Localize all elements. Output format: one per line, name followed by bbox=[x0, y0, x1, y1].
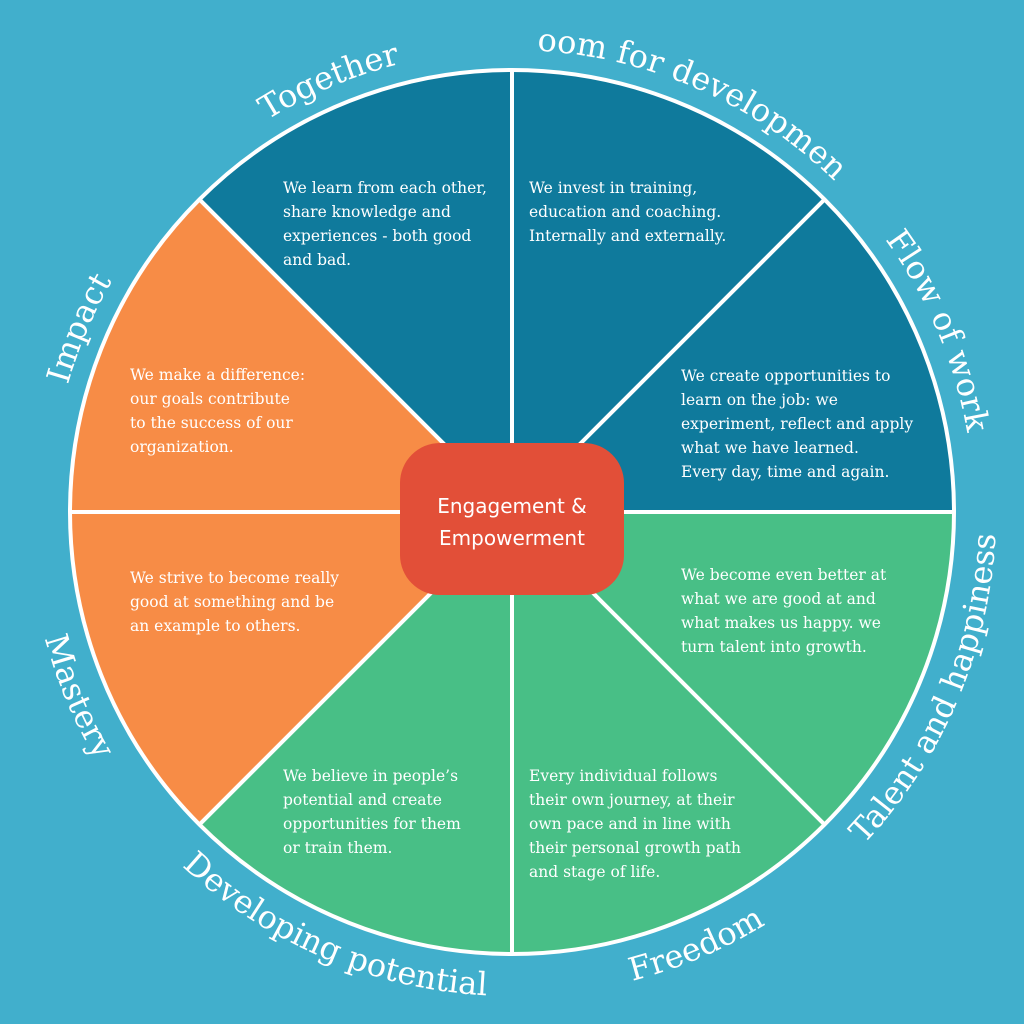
segment-description-line: their personal growth path bbox=[529, 839, 741, 857]
segment-description: We become even better at what we are good… bbox=[681, 566, 887, 656]
segment-description-line: We believe in people’s bbox=[283, 767, 458, 785]
slice-room-for-development bbox=[512, 70, 825, 512]
segment-description-line: or train them. bbox=[283, 839, 392, 857]
slice-mastery bbox=[70, 512, 512, 825]
segment-description-line: their own journey, at their bbox=[529, 791, 735, 809]
slice-flow-of-work bbox=[512, 199, 954, 512]
segment-description-line: We strive to become really bbox=[130, 569, 339, 587]
segment-description-line: what we are good at and bbox=[681, 590, 876, 608]
segment-description-line: Internally and externally. bbox=[529, 227, 726, 245]
segment-description-line: education and coaching. bbox=[529, 203, 721, 221]
segment-description: We strive to become really good at someth… bbox=[130, 569, 339, 635]
segment-description-line: share knowledge and bbox=[283, 203, 451, 221]
segment-description: We invest in training, education and coac… bbox=[529, 179, 726, 245]
segment-description-line: opportunities for them bbox=[283, 815, 461, 833]
slice-freedom bbox=[512, 512, 825, 954]
segment-description-line: potential and create bbox=[283, 791, 442, 809]
center-box bbox=[400, 443, 624, 595]
segment-description-line: We create opportunities to bbox=[681, 367, 890, 385]
segment-description-line: Every day, time and again. bbox=[681, 463, 889, 481]
segment-description-line: experiment, reflect and apply bbox=[681, 415, 913, 433]
segment-description: We make a difference: our goals contribut… bbox=[130, 366, 305, 456]
segment-description-line: good at something and be bbox=[130, 593, 334, 611]
segment-description-line: We become even better at bbox=[681, 566, 887, 584]
segment-description-line: what we have learned. bbox=[681, 439, 859, 457]
segment-description-line: and stage of life. bbox=[529, 863, 660, 881]
segment-description-line: We make a difference: bbox=[130, 366, 305, 384]
center-title-line-2: Empowerment bbox=[439, 526, 585, 550]
wheel-rim bbox=[68, 68, 956, 956]
segment-description-line: an example to others. bbox=[130, 617, 300, 635]
segment-description: We believe in people’s potential and crea… bbox=[283, 767, 461, 857]
segment-description-line: We invest in training, bbox=[529, 179, 697, 197]
center-badge: Engagement & Empowerment bbox=[400, 443, 624, 595]
slice-talent-and-happiness bbox=[512, 512, 954, 825]
segment-description-line: own pace and in line with bbox=[529, 815, 731, 833]
segment-description: We learn from each other, share knowledge… bbox=[283, 179, 487, 269]
slice-together bbox=[199, 70, 512, 512]
segment-description-line: and bad. bbox=[283, 251, 351, 269]
segment-description-line: to the success of our bbox=[130, 414, 293, 432]
segment-description-line: what makes us happy. we bbox=[681, 614, 881, 632]
center-title-line-1: Engagement & bbox=[437, 494, 587, 518]
segment-description-line: experiences - both good bbox=[283, 227, 471, 245]
segment-description-line: learn on the job: we bbox=[681, 391, 838, 409]
segment-description: We create opportunities to learn on the j… bbox=[681, 367, 913, 481]
segment-description-line: Every individual follows bbox=[529, 767, 717, 785]
slice-impact bbox=[70, 199, 512, 512]
segment-description-line: We learn from each other, bbox=[283, 179, 487, 197]
segment-description: Every individual follows their own journe… bbox=[529, 767, 741, 881]
segment-description-line: our goals contribute bbox=[130, 390, 290, 408]
wheel-slices bbox=[70, 70, 954, 954]
segment-description-line: turn talent into growth. bbox=[681, 638, 867, 656]
segment-texts: We learn from each other, share knowledge… bbox=[130, 179, 913, 881]
segment-description-line: organization. bbox=[130, 438, 234, 456]
slice-developing-potential bbox=[199, 512, 512, 954]
